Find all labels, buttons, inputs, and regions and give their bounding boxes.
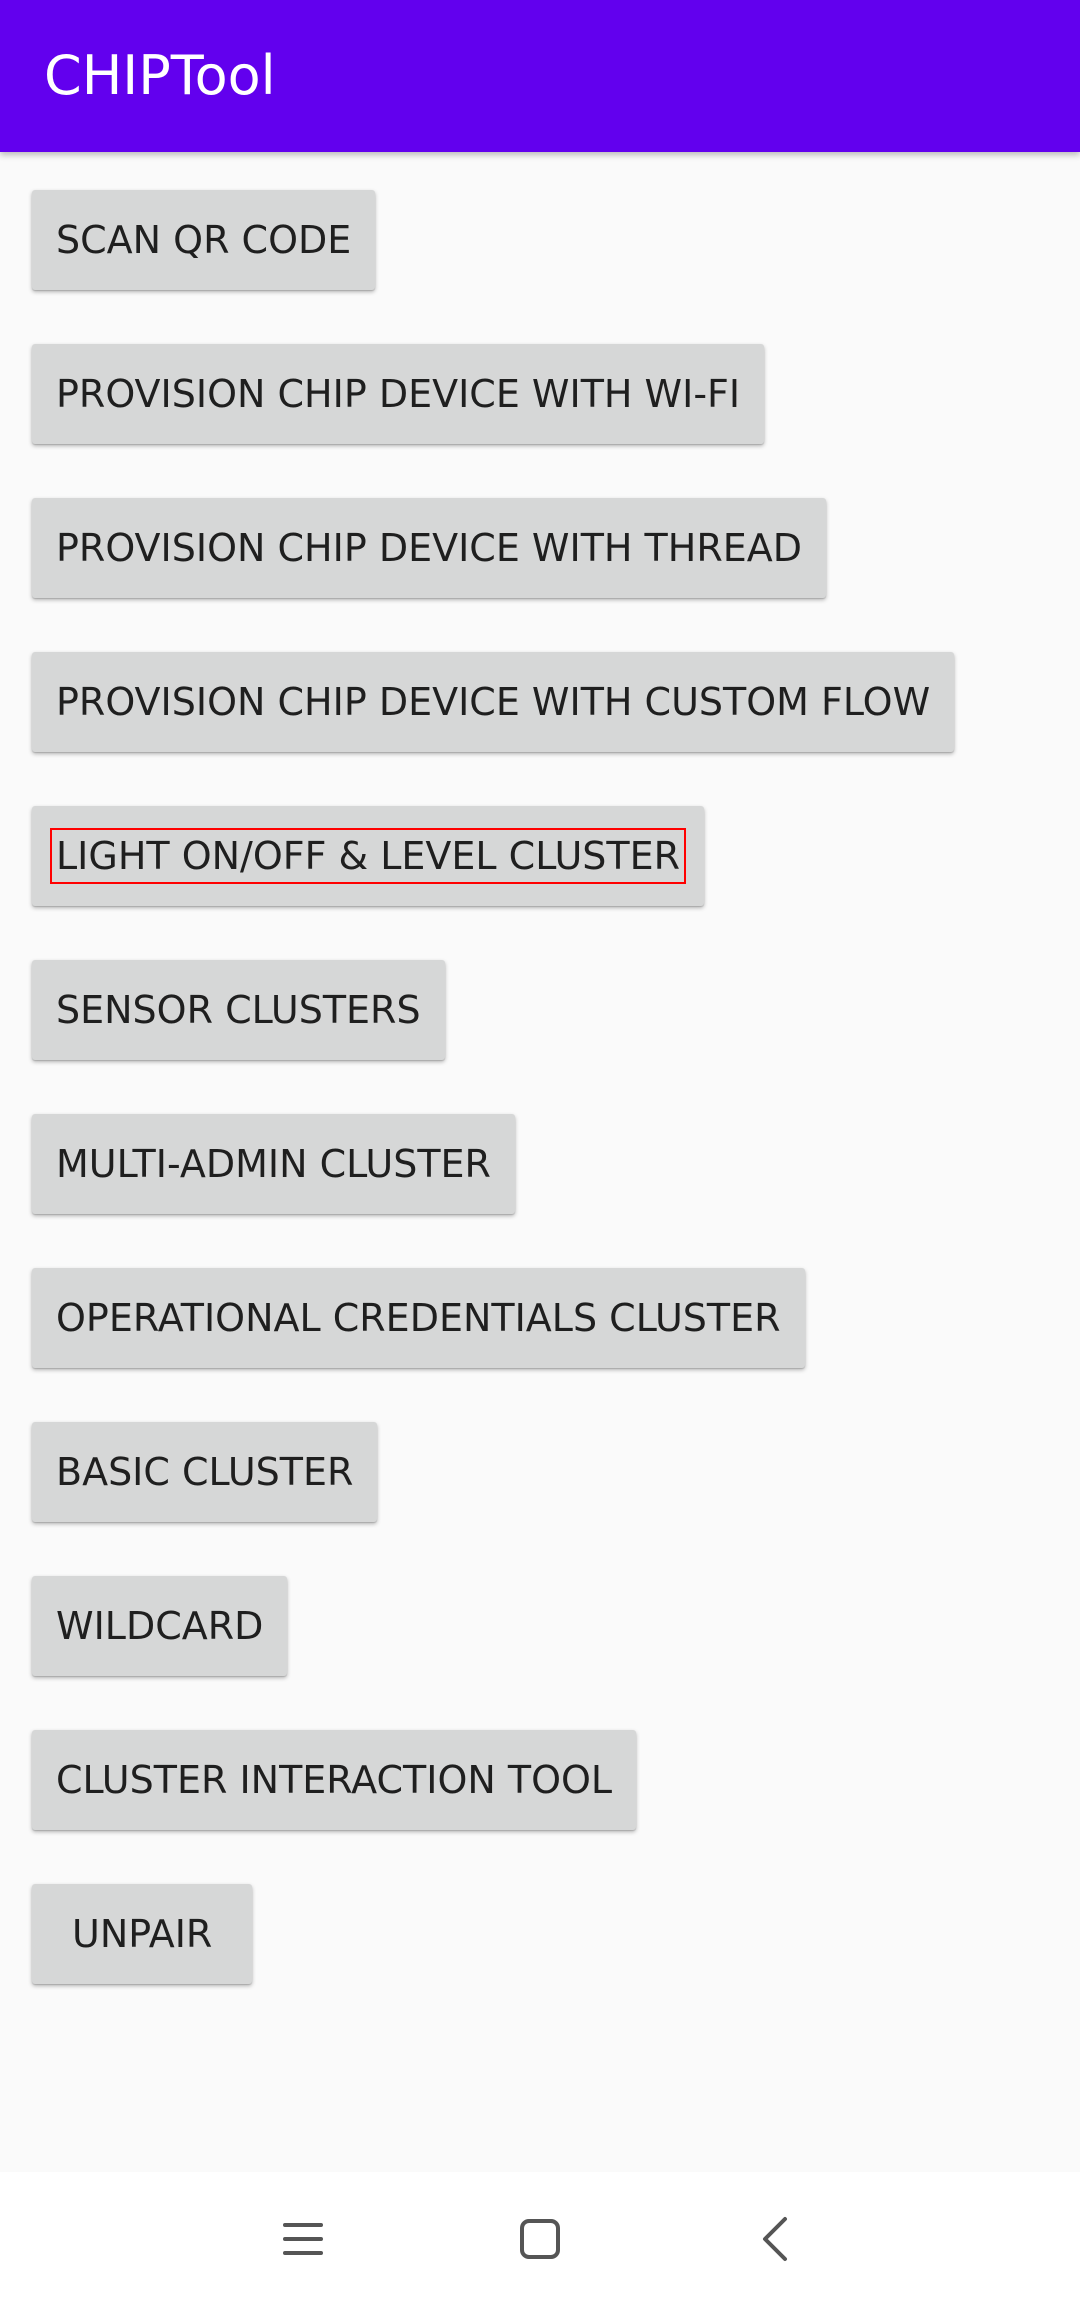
button-label: SENSOR CLUSTERS <box>56 988 421 1032</box>
scan-qr-code-button[interactable]: SCAN QR CODE <box>32 190 376 290</box>
multi-admin-cluster-button[interactable]: MULTI-ADMIN CLUSTER <box>32 1114 515 1214</box>
cluster-interaction-tool-button[interactable]: CLUSTER INTERACTION TOOL <box>32 1730 637 1830</box>
operational-credentials-cluster-button[interactable]: OPERATIONAL CREDENTIALS CLUSTER <box>32 1268 805 1368</box>
unpair-button[interactable]: UNPAIR <box>32 1884 253 1984</box>
button-label: LIGHT ON/OFF & LEVEL CLUSTER <box>49 828 687 884</box>
button-label: PROVISION CHIP DEVICE WITH CUSTOM FLOW <box>56 680 931 724</box>
button-label: PROVISION CHIP DEVICE WITH WI-FI <box>56 372 741 416</box>
app-bar: CHIPTool <box>0 0 1080 152</box>
back-icon[interactable] <box>705 2172 845 2305</box>
provision-wifi-button[interactable]: PROVISION CHIP DEVICE WITH WI-FI <box>32 344 765 444</box>
menu-icon[interactable] <box>233 2172 373 2305</box>
light-on-off-level-cluster-button[interactable]: LIGHT ON/OFF & LEVEL CLUSTER <box>32 806 705 906</box>
button-label: SCAN QR CODE <box>56 218 352 262</box>
system-navigation-bar <box>0 2172 1080 2305</box>
button-label: OPERATIONAL CREDENTIALS CLUSTER <box>56 1296 781 1340</box>
basic-cluster-button[interactable]: BASIC CLUSTER <box>32 1422 378 1522</box>
button-label: MULTI-ADMIN CLUSTER <box>56 1142 491 1186</box>
button-label: BASIC CLUSTER <box>56 1450 354 1494</box>
home-icon[interactable] <box>470 2172 610 2305</box>
app-title: CHIPTool <box>44 44 276 107</box>
provision-custom-flow-button[interactable]: PROVISION CHIP DEVICE WITH CUSTOM FLOW <box>32 652 955 752</box>
button-label: UNPAIR <box>72 1912 213 1956</box>
button-label: WILDCARD <box>56 1604 264 1648</box>
button-label: PROVISION CHIP DEVICE WITH THREAD <box>56 526 803 570</box>
main-content: SCAN QR CODE PROVISION CHIP DEVICE WITH … <box>0 152 1080 2172</box>
button-label: CLUSTER INTERACTION TOOL <box>56 1758 613 1802</box>
provision-thread-button[interactable]: PROVISION CHIP DEVICE WITH THREAD <box>32 498 827 598</box>
sensor-clusters-button[interactable]: SENSOR CLUSTERS <box>32 960 445 1060</box>
wildcard-button[interactable]: WILDCARD <box>32 1576 288 1676</box>
